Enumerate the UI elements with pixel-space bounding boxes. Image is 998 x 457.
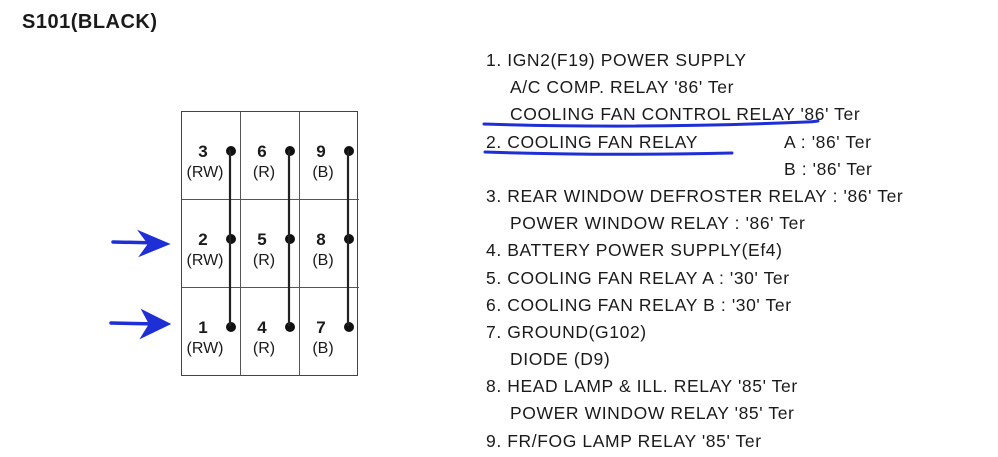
pin-terminal-dot: [285, 322, 295, 332]
underline-cooling-fan-relay: [483, 150, 734, 156]
list-item: 7. GROUND(G102): [486, 321, 647, 342]
pin-terminal-dot: [344, 322, 354, 332]
list-item-main: 2. COOLING FAN RELAY: [486, 131, 699, 152]
list-item: POWER WINDOW RELAY '85' Ter: [510, 403, 795, 424]
list-item: 9. FR/FOG LAMP RELAY '85' Ter: [486, 430, 762, 451]
arrow-pin-2-icon: [111, 229, 171, 258]
list-item: 5. COOLING FAN RELAY A : '30' Ter: [486, 267, 790, 288]
pin-number: 9: [316, 142, 326, 161]
list-item: B : '86' Ter: [486, 156, 903, 183]
pin-number: 8: [316, 230, 326, 249]
list-item: A/C COMP. RELAY '86' Ter: [510, 77, 735, 98]
pin-number: 6: [257, 142, 267, 161]
list-item: 4. BATTERY POWER SUPPLY(Ef4): [486, 240, 783, 261]
list-item-side: A : '86' Ter: [784, 131, 872, 152]
pin-number: 2: [198, 230, 208, 249]
list-item: 1. IGN2(F19) POWER SUPPLY: [486, 50, 747, 70]
list-item: POWER WINDOW RELAY : '86' Ter: [510, 213, 806, 234]
list-item: 3. REAR WINDOW DEFROSTER RELAY : '86' Te…: [486, 185, 904, 206]
pin-number: 4: [257, 318, 267, 337]
pin-description-list: 1. IGN2(F19) POWER SUPPLY A/C COMP. RELA…: [486, 47, 903, 455]
pin-wire-color: (RW): [186, 340, 224, 357]
pin-wire-color: (B): [312, 340, 334, 357]
pin-wire-color: (R): [252, 340, 276, 357]
pin-number: 3: [198, 142, 208, 161]
list-item-side: B : '86' Ter: [784, 158, 873, 179]
list-item: 8. HEAD LAMP & ILL. RELAY '85' Ter: [486, 376, 798, 397]
pin-wire-color: (RW): [186, 252, 224, 269]
pin-wire-color: (B): [312, 252, 334, 269]
pin-cell-4: 4 (R): [241, 288, 300, 376]
connector-title: S101(BLACK): [22, 11, 158, 33]
pin-number: 1: [198, 318, 208, 337]
pin-number: 7: [316, 318, 326, 337]
pin-terminal-dot: [226, 322, 236, 332]
pin-wire-color: (R): [252, 164, 276, 181]
list-item: COOLING FAN CONTROL RELAY '86' Ter: [510, 104, 861, 125]
pin-wire-color: (R): [252, 252, 276, 269]
list-item: 6. COOLING FAN RELAY B : '30' Ter: [486, 294, 792, 315]
arrow-pin-1-icon: [109, 308, 172, 340]
list-item: 2. COOLING FAN RELAY A : '86' Ter: [486, 129, 903, 156]
underline-cooling-fan-control-relay: [482, 119, 820, 128]
pin-number: 5: [257, 230, 267, 249]
pin-cell-7: 7 (B): [300, 288, 359, 376]
pin-wire-color: (B): [312, 164, 334, 181]
pin-wire-color: (RW): [186, 164, 224, 181]
pin-cell-1: 1 (RW): [182, 288, 241, 376]
list-item: DIODE (D9): [510, 349, 611, 370]
